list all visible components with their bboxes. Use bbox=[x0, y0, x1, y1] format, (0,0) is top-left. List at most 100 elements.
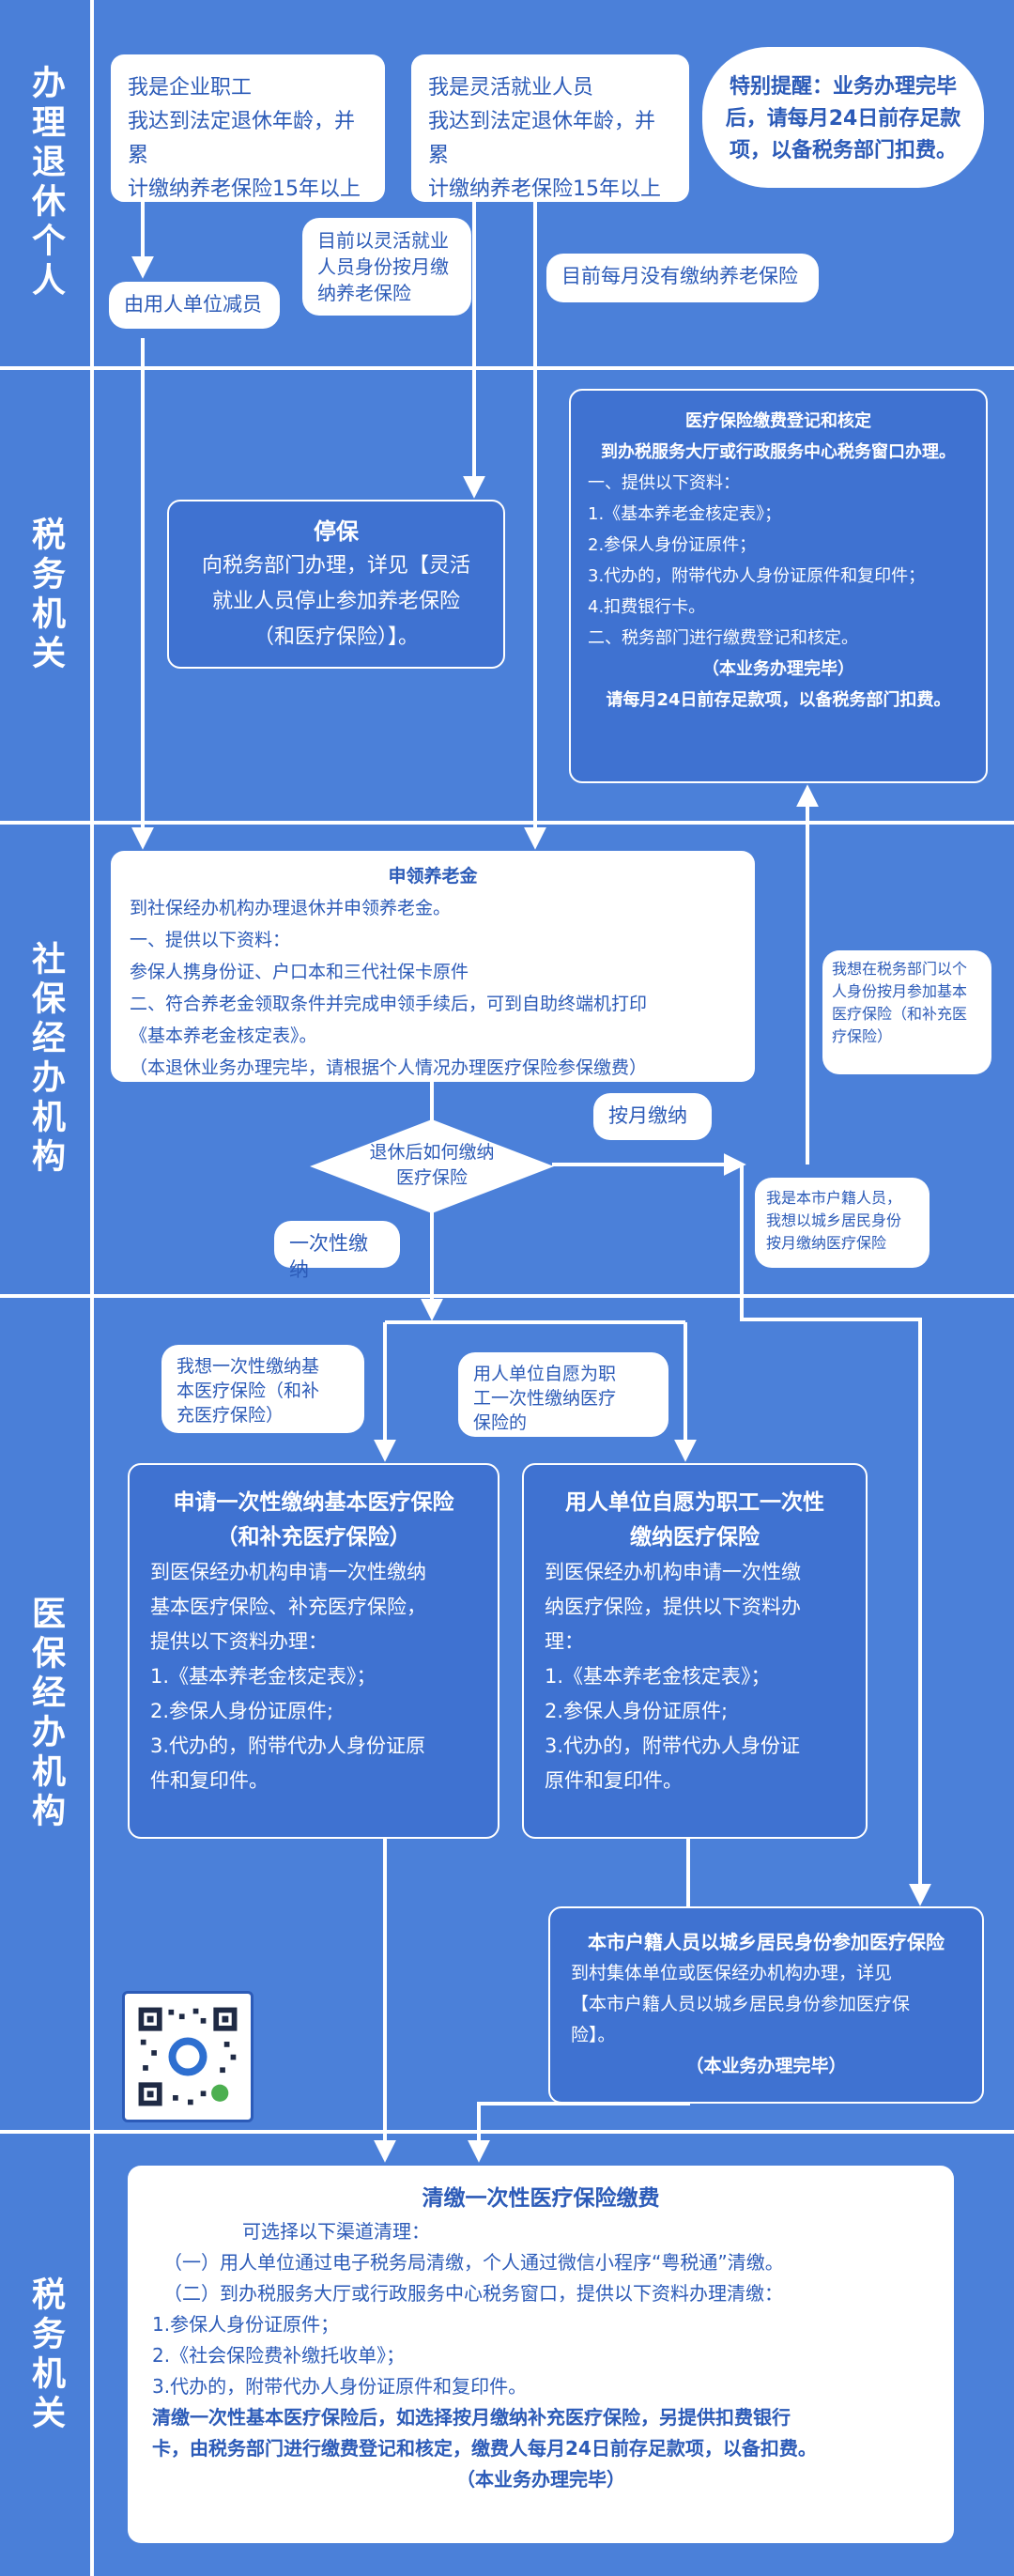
settle-note-line: 清缴一次性基本医疗保险后，如选择按月缴纳补充医疗保险，另提供扣费银行 bbox=[152, 2406, 791, 2429]
employer-line: 纳医疗保险，提供以下资料办 bbox=[545, 1596, 801, 1618]
register-note: 请每月24日前存足款项，以备税务部门扣费。 bbox=[606, 690, 951, 710]
decision-label: 退休后如何缴纳 医疗保险 bbox=[346, 1140, 518, 1191]
register-line: 4.扣费银行卡。 bbox=[588, 597, 706, 617]
flexible-box-line: 计缴纳养老保险15年以上 bbox=[428, 177, 661, 201]
employer-line: 原件和复印件。 bbox=[545, 1769, 683, 1792]
stop-body-line: 向税务部门办理，详见【灵活 bbox=[201, 554, 470, 578]
decision-diamond bbox=[310, 1119, 554, 1213]
stop-body-line: 就业人员停止参加养老保险 bbox=[211, 590, 460, 613]
bubble-line: 疗保险） bbox=[832, 1027, 893, 1045]
employer-willing-bubble: 用人单位自愿为职 工一次性缴纳医疗 保险的 bbox=[458, 1352, 668, 1437]
flexible-box-line: 我达到法定退休年龄，并累 bbox=[428, 110, 656, 167]
lane-tax1-title: 税务机关 bbox=[26, 517, 65, 674]
resident-insurance-title: 本市户籍人员以城乡居民身份参加医疗保险 bbox=[588, 1931, 945, 1953]
special-reminder-cloud: 特别提醒：业务办理完毕 后，请每月24日前存足款 项，以备税务部门扣费。 bbox=[702, 47, 984, 188]
lane-separator bbox=[0, 2130, 1014, 2134]
stop-insurance-box: 停保 向税务部门办理，详见【灵活 就业人员停止参加养老保险 （和医疗保险）】。 bbox=[167, 500, 505, 669]
apply-line: 1.《基本养老金核定表》； bbox=[150, 1665, 376, 1688]
bubble-line: 按月缴纳医疗保险 bbox=[766, 1234, 887, 1252]
apply-line: 2.参保人身份证原件; bbox=[150, 1700, 334, 1722]
register-line: 3.代办的，附带代办人身份证原件和复印件； bbox=[588, 566, 926, 586]
lane-separator bbox=[0, 821, 1014, 825]
claim-pension-box: 申领养老金 到社保经办机构办理退休并申领养老金。 一、提供以下资料： 参保人携身… bbox=[111, 851, 755, 1082]
medical-register-title: 医疗保险缴费登记和核定 bbox=[685, 411, 871, 431]
lumpsum-wish-bubble: 我想一次性缴纳基 本医疗保险（和补 充医疗保险） bbox=[161, 1345, 364, 1433]
settle-line: 3.代办的，附带代办人身份证原件和复印件。 bbox=[152, 2375, 528, 2398]
lane-divider-vertical bbox=[90, 0, 94, 2576]
medical-register-subtitle: 到办税服务大厅或行政服务中心税务窗口办理。 bbox=[601, 442, 956, 462]
employer-line: 到医保经办机构申请一次性缴 bbox=[545, 1561, 801, 1583]
no-payment-bubble: 目前每月没有缴纳养老保险 bbox=[546, 254, 819, 302]
bubble-line: 人员身份按月缴 bbox=[317, 255, 449, 278]
register-line: 1.《基本养老金核定表》； bbox=[588, 504, 782, 524]
settle-lumpsum-box: 清缴一次性医疗保险缴费 可选择以下渠道清理： （一）用人单位通过电子税务局清缴，… bbox=[128, 2166, 954, 2543]
employer-line: 理： bbox=[545, 1630, 584, 1653]
settle-note-line: 卡，由税务部门进行缴费登记和核定，缴费人每月24日前存足款项，以备扣费。 bbox=[152, 2437, 817, 2460]
employer-lumpsum-box: 用人单位自愿为职工一次性 缴纳医疗保险 到医保经办机构申请一次性缴 纳医疗保险，… bbox=[522, 1463, 868, 1839]
apply-line: 到医保经办机构申请一次性缴纳 bbox=[150, 1561, 426, 1583]
register-done: （本业务办理完毕） bbox=[702, 659, 854, 679]
pension-line: 二、符合养老金领取条件并完成申领手续后，可到自助终端机打印 bbox=[130, 994, 648, 1014]
reminder-line: 项，以备税务部门扣费。 bbox=[729, 139, 957, 162]
apply-line: 基本医疗保险、补充医疗保险， bbox=[150, 1596, 426, 1618]
bubble-line: 用人单位自愿为职 bbox=[473, 1364, 617, 1384]
register-line: 一、提供以下资料： bbox=[588, 473, 740, 493]
lane-separator bbox=[0, 366, 1014, 370]
resident-line: 【本市户籍人员以城乡居民身份参加医疗保 bbox=[571, 1994, 911, 2014]
qr-code-pattern bbox=[134, 2003, 241, 2110]
apply-line: 提供以下资料办理： bbox=[150, 1630, 328, 1653]
bubble-line: 我想在税务部门以个 bbox=[832, 960, 968, 978]
bubble-line: 目前以灵活就业 bbox=[317, 229, 449, 252]
settle-lumpsum-title: 清缴一次性医疗保险缴费 bbox=[422, 2186, 660, 2211]
lane-medical-title: 医保经办机构 bbox=[26, 1596, 65, 1832]
bubble-line: 医疗保险（和补充医 bbox=[832, 1005, 968, 1023]
bubble-line: 我是本市户籍人员， bbox=[766, 1189, 902, 1207]
pension-line: 一、提供以下资料： bbox=[130, 930, 291, 950]
bubble-line: 工一次性缴纳医疗 bbox=[473, 1388, 617, 1409]
pension-line: （本退休业务办理完毕，请根据个人情况办理医疗保险参保缴费） bbox=[130, 1057, 648, 1078]
bubble-line: 保险的 bbox=[473, 1412, 528, 1433]
lane-tax2-title: 税务机关 bbox=[26, 2275, 65, 2434]
employee-box: 我是企业职工 我达到法定退休年龄，并累 计缴纳养老保险15年以上 bbox=[111, 54, 385, 202]
apply-line: 3.代办的，附带代办人身份证原 bbox=[150, 1735, 426, 1757]
apply-lumpsum-box: 申请一次性缴纳基本医疗保险 （和补充医疗保险） 到医保经办机构申请一次性缴纳 基… bbox=[128, 1463, 499, 1839]
resident-line: 险】。 bbox=[571, 2025, 616, 2045]
flexible-box-line: 我是灵活就业人员 bbox=[428, 76, 594, 100]
pension-line: 《基本养老金核定表》。 bbox=[130, 1026, 317, 1046]
bubble-line: 我想一次性缴纳基 bbox=[177, 1356, 320, 1377]
bubble-line: 人身份按月参加基本 bbox=[832, 982, 968, 1000]
bubble-line: 我想以城乡居民身份 bbox=[766, 1211, 902, 1229]
apply-line: 件和复印件。 bbox=[150, 1769, 269, 1792]
flexible-employee-box: 我是灵活就业人员 我达到法定退休年龄，并累 计缴纳养老保险15年以上 bbox=[411, 54, 689, 202]
register-line: 2.参保人身份证原件； bbox=[588, 535, 757, 555]
medical-register-box: 医疗保险缴费登记和核定 到办税服务大厅或行政服务中心税务窗口办理。 一、提供以下… bbox=[569, 389, 988, 783]
qr-code-icon bbox=[122, 1991, 254, 2122]
employee-box-line: 我达到法定退休年龄，并累 bbox=[128, 110, 356, 167]
settle-line: 2.《社会保险费补缴托收单》； bbox=[152, 2344, 406, 2367]
lane-separator bbox=[0, 1294, 1014, 1298]
bubble-line: 充医疗保险） bbox=[177, 1405, 284, 1426]
bubble-line: 本医疗保险（和补 bbox=[177, 1381, 320, 1401]
reminder-line: 后，请每月24日前存足款 bbox=[725, 107, 961, 131]
title-line: （和补充医疗保险） bbox=[216, 1525, 411, 1550]
employee-box-line: 我是企业职工 bbox=[128, 76, 253, 100]
tax-monthly-wish-bubble: 我想在税务部门以个 人身份按月参加基本 医疗保险（和补充医 疗保险） bbox=[822, 950, 991, 1074]
monthly-payment-label: 按月缴纳 bbox=[593, 1093, 712, 1140]
employer-line: 3.代办的，附带代办人身份证 bbox=[545, 1735, 801, 1757]
title-line: 申请一次性缴纳基本医疗保险 bbox=[173, 1490, 454, 1515]
lane-social-title: 社保经办机构 bbox=[26, 941, 65, 1178]
stop-body-line: （和医疗保险）】。 bbox=[253, 625, 419, 649]
employer-lumpsum-title: 用人单位自愿为职工一次性 缴纳医疗保险 bbox=[545, 1486, 845, 1555]
title-line: 缴纳医疗保险 bbox=[630, 1525, 760, 1550]
local-resident-bubble: 我是本市户籍人员， 我想以城乡居民身份 按月缴纳医疗保险 bbox=[755, 1178, 930, 1268]
stop-insurance-title: 停保 bbox=[314, 518, 359, 545]
settle-line: （一）用人单位通过电子税务局清缴，个人通过微信小程序“粤税通”清缴。 bbox=[163, 2251, 784, 2274]
reminder-line: 特别提醒：业务办理完毕 bbox=[729, 75, 957, 99]
employer-reduce-bubble: 由用人单位减员 bbox=[109, 282, 280, 329]
settle-line: 1.参保人身份证原件； bbox=[152, 2313, 340, 2336]
lane-retire-title: 办理退休个人 bbox=[26, 65, 65, 301]
employee-box-line: 计缴纳养老保险15年以上 bbox=[128, 177, 361, 201]
resident-done: （本业务办理完毕） bbox=[685, 2056, 847, 2076]
employer-line: 1.《基本养老金核定表》； bbox=[545, 1665, 771, 1688]
register-line: 二、税务部门进行缴费登记和核定。 bbox=[588, 628, 858, 648]
